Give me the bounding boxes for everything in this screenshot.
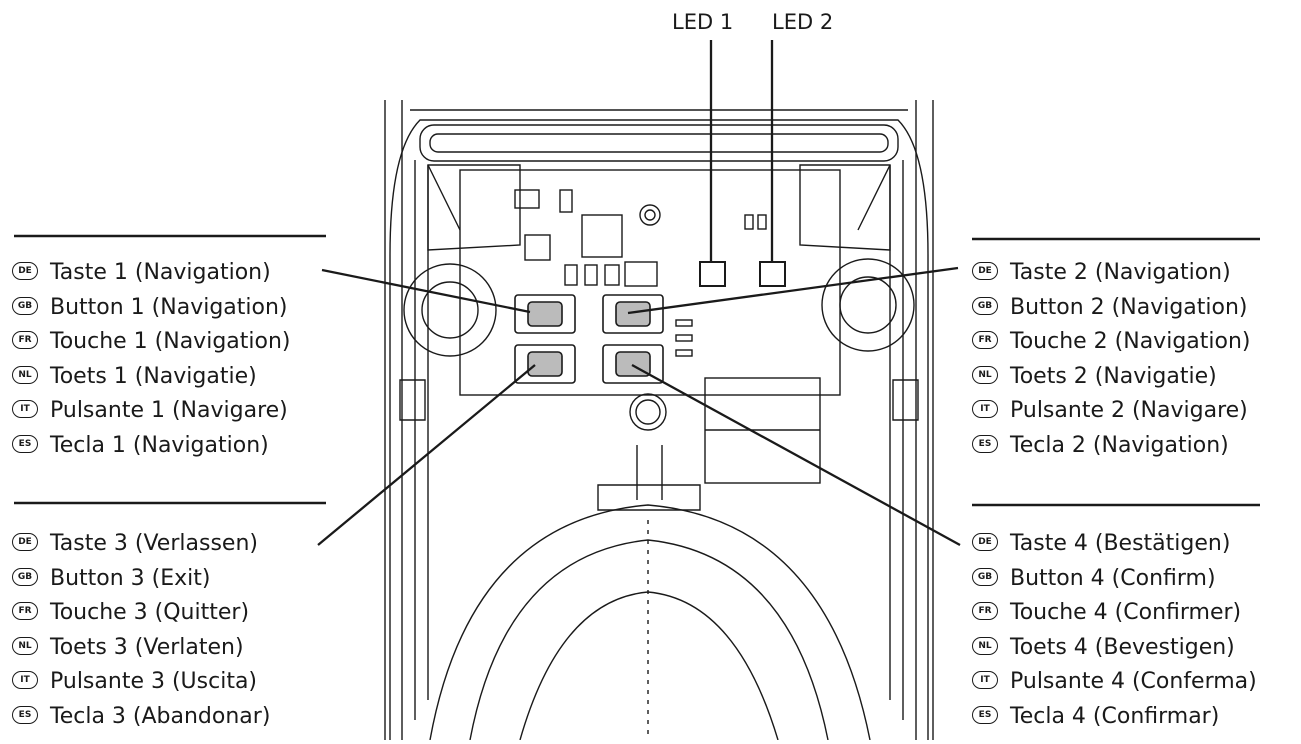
legend-text: Button 4 (Confirm) (1010, 565, 1216, 591)
legend-text: Taste 2 (Navigation) (1010, 260, 1231, 285)
legend-text: Touche 1 (Navigation) (50, 329, 291, 354)
legend-row: FR Touche 1 (Navigation) (12, 325, 291, 360)
legend-text: Button 3 (Exit) (50, 565, 211, 591)
legend-row: FR Touche 4 (Confirmer) (972, 596, 1257, 631)
led-1-label: LED 1 (672, 10, 734, 34)
legend-row: DE Taste 1 (Navigation) (12, 256, 291, 291)
legend-text: Button 2 (Navigation) (1010, 294, 1248, 320)
lang-de-icon: DE (12, 262, 38, 280)
button-4-leader (631, 363, 961, 547)
legend-row: DE Taste 4 (Bestätigen) (972, 527, 1257, 562)
lang-gb-icon: GB (972, 567, 998, 586)
lang-es-icon: ES (972, 434, 998, 453)
legend-text: Tecla 4 (Confirmar) (1010, 703, 1220, 729)
lang-de-icon: DE (972, 533, 998, 551)
legend-text: Taste 4 (Bestätigen) (1010, 531, 1231, 556)
lang-es-icon: ES (12, 705, 38, 724)
legend-row: ES Tecla 2 (Navigation) (972, 429, 1251, 464)
lang-gb-icon: GB (972, 296, 998, 315)
lang-fr-icon: FR (972, 331, 998, 349)
lang-it-icon: IT (12, 400, 38, 418)
legend-text: Tecla 3 (Abandonar) (50, 703, 271, 729)
lang-de-icon: DE (12, 533, 38, 551)
legend-text: Tecla 2 (Navigation) (1010, 432, 1229, 458)
led-2-label: LED 2 (772, 10, 834, 34)
legend-text: Button 1 (Navigation) (50, 294, 288, 320)
legend-row: NL Toets 4 (Bevestigen) (972, 631, 1257, 666)
legend-text: Tecla 1 (Navigation) (50, 432, 269, 458)
legend-row: IT Pulsante 2 (Navigare) (972, 394, 1251, 429)
lang-it-icon: IT (972, 400, 998, 418)
button-4-legend: DE Taste 4 (Bestätigen) GB Button 4 (Confi… (972, 527, 1257, 734)
legend-row: GB Button 3 (Exit) (12, 562, 270, 597)
legend-row: FR Touche 3 (Quitter) (12, 596, 270, 631)
legend-text: Pulsante 3 (Uscita) (50, 669, 258, 694)
legend-text: Touche 2 (Navigation) (1010, 329, 1251, 354)
legend-text: Pulsante 4 (Conferma) (1010, 669, 1257, 694)
legend-row: NL Toets 3 (Verlaten) (12, 631, 270, 666)
legend-row: DE Taste 3 (Verlassen) (12, 527, 270, 562)
lang-gb-icon: GB (12, 296, 38, 315)
lang-es-icon: ES (972, 705, 998, 724)
button-1-legend: DE Taste 1 (Navigation) GB Button 1 (Navig… (12, 256, 291, 463)
legend-row: NL Toets 1 (Navigatie) (12, 360, 291, 395)
lang-it-icon: IT (972, 671, 998, 689)
legend-row: GB Button 1 (Navigation) (12, 291, 291, 326)
legend-text: Toets 3 (Verlaten) (50, 634, 244, 660)
lang-fr-icon: FR (12, 331, 38, 349)
lang-nl-icon: NL (12, 636, 38, 655)
legend-text: Taste 3 (Verlassen) (50, 531, 258, 556)
legend-text: Pulsante 1 (Navigare) (50, 398, 288, 423)
legend-row: IT Pulsante 3 (Uscita) (12, 665, 270, 700)
legend-row: ES Tecla 4 (Confirmar) (972, 700, 1257, 735)
legend-text: Touche 3 (Quitter) (50, 600, 250, 625)
lang-it-icon: IT (12, 671, 38, 689)
legend-text: Taste 1 (Navigation) (50, 260, 271, 285)
button-2-legend: DE Taste 2 (Navigation) GB Button 2 (Navig… (972, 256, 1251, 463)
legend-text: Pulsante 2 (Navigare) (1010, 398, 1248, 423)
legend-row: GB Button 4 (Confirm) (972, 562, 1257, 597)
lang-nl-icon: NL (972, 365, 998, 384)
legend-row: ES Tecla 1 (Navigation) (12, 429, 291, 464)
legend-row: FR Touche 2 (Navigation) (972, 325, 1251, 360)
legend-text: Toets 4 (Bevestigen) (1010, 634, 1235, 660)
lang-fr-icon: FR (12, 602, 38, 620)
leader-lines (317, 40, 961, 547)
lang-fr-icon: FR (972, 602, 998, 620)
button-1-leader (321, 268, 531, 314)
legend-row: ES Tecla 3 (Abandonar) (12, 700, 270, 735)
device-housing (384, 100, 934, 740)
legend-text: Toets 1 (Navigatie) (50, 363, 257, 389)
lang-nl-icon: NL (972, 636, 998, 655)
lang-de-icon: DE (972, 262, 998, 280)
legend-row: IT Pulsante 1 (Navigare) (12, 394, 291, 429)
lang-nl-icon: NL (12, 365, 38, 384)
button-3-leader (317, 364, 536, 546)
legend-row: IT Pulsante 4 (Conferma) (972, 665, 1257, 700)
legend-row: DE Taste 2 (Navigation) (972, 256, 1251, 291)
legend-text: Toets 2 (Navigatie) (1010, 363, 1217, 389)
separator-rules (14, 234, 1260, 507)
lang-gb-icon: GB (12, 567, 38, 586)
legend-row: NL Toets 2 (Navigatie) (972, 360, 1251, 395)
button-2-leader (627, 266, 959, 315)
lang-es-icon: ES (12, 434, 38, 453)
legend-text: Touche 4 (Confirmer) (1010, 600, 1242, 625)
legend-row: GB Button 2 (Navigation) (972, 291, 1251, 326)
